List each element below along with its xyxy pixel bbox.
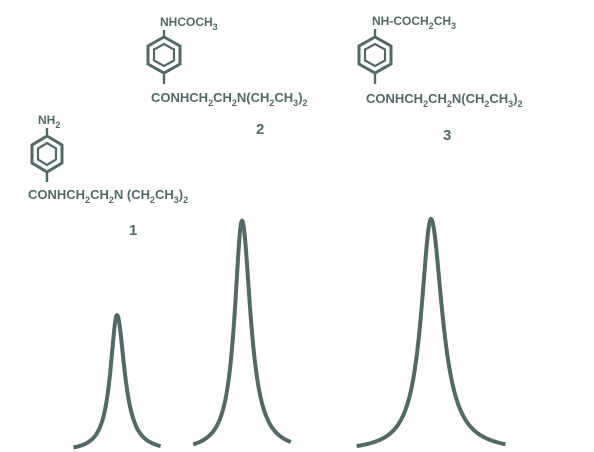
chain-1-part-5: 2 [150, 195, 155, 205]
benzene-ring-1-icon [30, 134, 64, 174]
chain-2-part-7: 3 [293, 98, 298, 108]
structure-1-chain: CONHCH2CH2N (CH2CH3)2 [28, 187, 188, 205]
chain-2-part-5: 2 [269, 98, 274, 108]
chain-2-part-8: ) [298, 90, 302, 105]
peak-label-2: 2 [256, 121, 264, 138]
benzene-ring-2-icon [146, 35, 182, 75]
chain-3-part-7: 3 [508, 99, 513, 109]
chain-2-part-9: 2 [303, 98, 308, 108]
peak-3 [355, 216, 507, 449]
chain-2-part-6: CH [274, 90, 293, 105]
structure-3-substituent: NH-COCH2CH3 [372, 14, 456, 31]
chain-1-part-6: CH [155, 187, 174, 202]
structure-1: NH2 CONHCH2CH2N (CH2CH3)2 [28, 113, 188, 205]
chain-1-part-8: ) [179, 187, 183, 202]
chain-3-part-4: N(CH [452, 91, 485, 106]
peaks-layer [71, 216, 507, 450]
structure-3: NH-COCH2CH3 CONHCH2CH2N(CH2CH3)2 [357, 14, 523, 109]
chain-1-part-0: CONHCH [28, 187, 85, 202]
chain-1-part-3: 2 [109, 195, 114, 205]
benzene-ring-3-icon [357, 35, 393, 75]
chain-3-part-5: 2 [484, 99, 489, 109]
chain-1-part-2: CH [90, 187, 109, 202]
structure-3-chain: CONHCH2CH2N(CH2CH3)2 [366, 91, 523, 109]
chain-3-part-0: CONHCH [366, 91, 423, 106]
chain-1-part-4: N (CH [114, 187, 150, 202]
peak-label-1: 1 [129, 222, 137, 239]
chain-3-part-3: 2 [447, 99, 452, 109]
peak-label-3: 3 [443, 127, 451, 144]
chain-2-part-3: 2 [232, 98, 237, 108]
chain-3-part-8: ) [513, 91, 517, 106]
chain-1-part-1: 2 [85, 195, 90, 205]
chain-1-part-7: 3 [174, 195, 179, 205]
structure-2: NHCOCH3 CONHCH2CH2N(CH2CH3)2 [146, 15, 308, 108]
structure-1-substituent: NH2 [38, 113, 60, 130]
peak-2 [191, 218, 293, 447]
chain-3-part-6: CH [489, 91, 508, 106]
chain-2-part-2: CH [213, 90, 232, 105]
chain-2-part-1: 2 [208, 98, 213, 108]
chain-3-part-2: CH [428, 91, 447, 106]
chain-2-part-0: CONHCH [151, 90, 208, 105]
structure-2-substituent: NHCOCH3 [160, 15, 218, 32]
chain-3-part-9: 2 [518, 99, 523, 109]
structure-2-chain: CONHCH2CH2N(CH2CH3)2 [151, 90, 308, 108]
chain-3-part-1: 2 [423, 99, 428, 109]
chain-2-part-4: N(CH [237, 90, 270, 105]
chain-1-part-9: 2 [183, 195, 188, 205]
peak-1 [71, 313, 163, 450]
